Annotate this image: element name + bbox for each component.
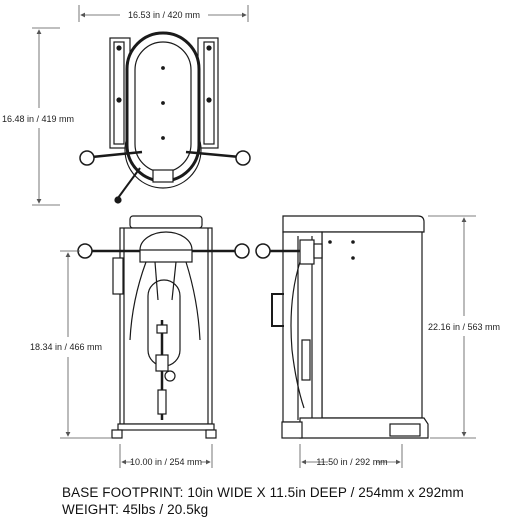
- base-footprint-note: BASE FOOTPRINT: 10in WIDE X 11.5in DEEP …: [62, 485, 464, 500]
- side-view-dimensions: [299, 215, 476, 468]
- weight-note: WEIGHT: 45lbs / 20.5kg: [62, 502, 209, 517]
- top-view-dimensions: [32, 5, 249, 206]
- side-height-dimension: 22.16 in / 563 mm: [428, 322, 500, 332]
- side-view: [255, 215, 429, 439]
- front-view-dimensions: [60, 250, 213, 468]
- top-depth-dimension: 16.48 in / 419 mm: [2, 114, 74, 124]
- top-view: [79, 31, 251, 204]
- front-view: [77, 215, 250, 439]
- top-width-dimension: 16.53 in / 420 mm: [128, 10, 200, 20]
- front-height-dimension: 18.34 in / 466 mm: [30, 342, 102, 352]
- side-depth-dimension: 11.50 in / 292 mm: [316, 457, 387, 467]
- front-width-dimension: 10.00 in / 254 mm: [130, 457, 202, 467]
